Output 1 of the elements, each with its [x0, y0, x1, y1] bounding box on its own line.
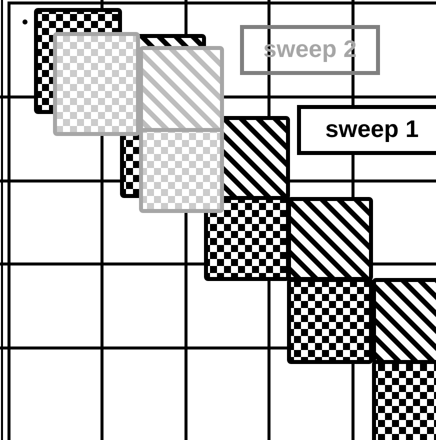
label-box: sweep 1 — [297, 105, 436, 155]
